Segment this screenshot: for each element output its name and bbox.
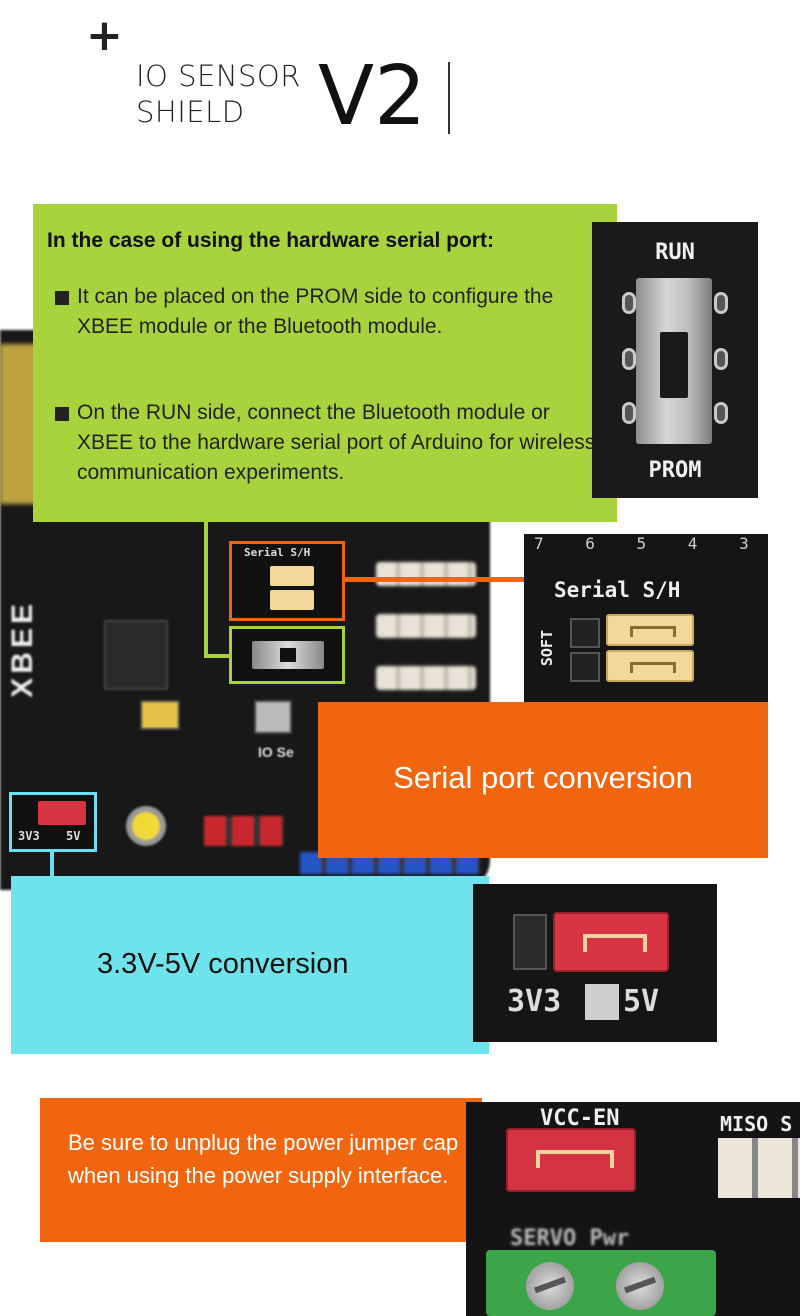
serial-conversion-label: Serial port conversion [393, 760, 693, 795]
pin-numbers: 7 6 5 4 3 [534, 534, 765, 553]
switch-lug [622, 402, 636, 424]
title-line-1: IO SENSOR [136, 59, 301, 93]
mini-red-jumper [38, 801, 86, 825]
version-title: V2 [318, 49, 427, 144]
switch-lug [714, 292, 728, 314]
voltage-conversion-box: 3.3V-5V conversion [11, 876, 489, 1054]
slide-switch-body [636, 278, 712, 444]
green-connector-line [204, 654, 232, 658]
title-line-2: SHIELD [136, 95, 245, 129]
mini-jumper [270, 590, 314, 610]
red-jumper-cap [553, 912, 669, 972]
mini-5v-label: 5V [66, 829, 81, 843]
mini-jumper [270, 566, 314, 586]
slide-switch-knob [660, 332, 688, 398]
yellow-jumper-cap [606, 650, 694, 682]
run-prom-switch-photo: RUN PROM [592, 222, 758, 498]
red-jumper-cap [506, 1128, 636, 1192]
mini-serial-label: Serial S/H [244, 546, 311, 559]
header-pin [570, 652, 600, 682]
voltage-regulator-chip [104, 620, 168, 690]
serial-sh-label: Serial S/H [554, 578, 681, 602]
power-note-text: Be sure to unplug the power jumper cap w… [68, 1130, 459, 1188]
5v-label: 5V [623, 984, 660, 1019]
serial-conversion-banner: Serial port conversion [318, 702, 768, 858]
mini-slide-switch [252, 641, 324, 669]
cyan-connector-line [50, 852, 54, 878]
square-bullet-icon [55, 291, 69, 305]
switch-lug [714, 348, 728, 370]
hardware-serial-info-box: In the case of using the hardware serial… [33, 204, 617, 522]
soft-label: SOFT [538, 630, 556, 667]
red-pins [204, 816, 284, 846]
prom-label: PROM [648, 458, 702, 483]
miso-label: MISO S [720, 1112, 793, 1136]
reset-button [254, 700, 292, 734]
header-pins [376, 614, 476, 638]
silkscreen-block [585, 984, 619, 1020]
3v3-label: 3V3 [507, 984, 562, 1019]
white-header-pins [718, 1138, 800, 1198]
bullet-text: On the RUN side, connect the Bluetooth m… [77, 401, 596, 484]
terminal-screw [526, 1262, 574, 1310]
capacitor [140, 700, 180, 730]
header-pin [570, 618, 600, 648]
voltage-conversion-label: 3.3V-5V conversion [97, 948, 349, 980]
title-divider [448, 62, 450, 134]
bullet-item: It can be placed on the PROM side to con… [55, 282, 603, 342]
mini-switch-knob [280, 648, 296, 662]
header-pins [376, 666, 476, 690]
bullet-text: It can be placed on the PROM side to con… [77, 285, 554, 338]
vcc-en-label: VCC-EN [540, 1106, 620, 1131]
header-pin [513, 914, 547, 970]
plus-icon: + [86, 10, 123, 61]
green-terminal-block [486, 1250, 716, 1316]
header-pins [376, 562, 476, 586]
green-connector-line [204, 520, 208, 658]
servo-pwr-label: SERVO Pwr [510, 1226, 630, 1251]
power-note-box: Be sure to unplug the power jumper cap w… [40, 1098, 482, 1242]
orange-connector-line [345, 577, 525, 582]
hardware-serial-heading: In the case of using the hardware serial… [47, 229, 494, 252]
terminal-screw [616, 1262, 664, 1310]
switch-lug [714, 402, 728, 424]
mini-3v3-label: 3V3 [18, 829, 40, 843]
bullet-item: On the RUN side, connect the Bluetooth m… [55, 398, 603, 488]
vcc-en-photo: VCC-EN MISO S SERVO Pwr [466, 1102, 800, 1316]
square-bullet-icon [55, 407, 69, 421]
switch-lug [622, 292, 636, 314]
switch-lug [622, 348, 636, 370]
product-title: IO SENSOR SHIELD [136, 58, 301, 130]
mini-voltage-highlight: 3V3 5V [9, 792, 97, 852]
serial-jumper-photo: 7 6 5 4 3 Serial S/H SOFT [524, 534, 768, 712]
yellow-jumper-cap [606, 614, 694, 646]
board-io-text: IO Se [258, 744, 294, 760]
voltage-jumper-photo: 3V3 5V [473, 884, 717, 1042]
run-label: RUN [655, 240, 695, 265]
board-side-text: XBEE [6, 600, 39, 698]
yellow-button [126, 806, 166, 846]
mini-serial-highlight: Serial S/H [229, 541, 345, 621]
mini-switch-highlight [229, 626, 345, 684]
